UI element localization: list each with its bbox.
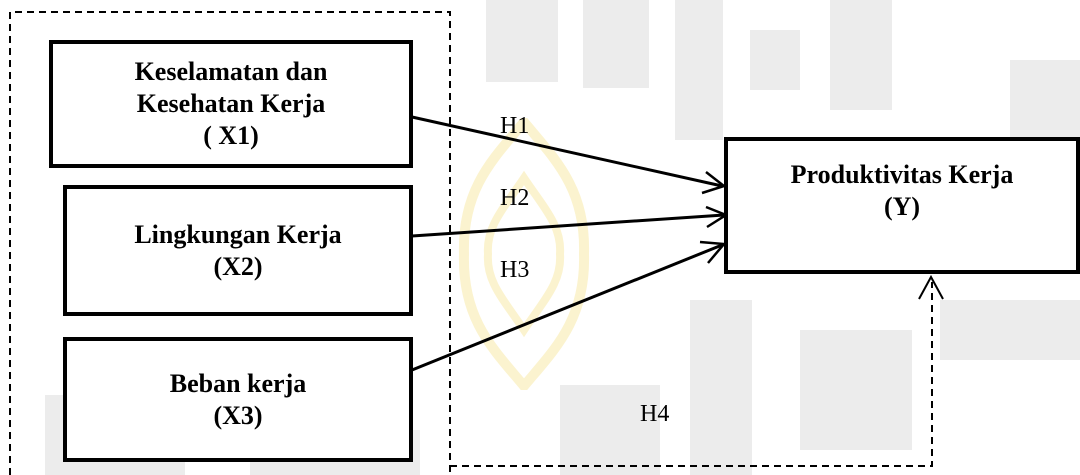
- h3-arrow: [411, 243, 723, 372]
- group-boundary: [9, 11, 451, 475]
- h1-label: H1: [500, 113, 530, 139]
- h2-label: H2: [500, 185, 530, 211]
- h4-arrowhead: [918, 274, 944, 300]
- x2-line1: Lingkungan Kerja: [134, 219, 342, 249]
- x1-line3: ( X1): [203, 121, 259, 150]
- x1-line1: Keselamatan dan: [134, 57, 328, 86]
- h4-path: [450, 282, 933, 467]
- x1-line2: Kesehatan Kerja: [136, 89, 326, 118]
- x1-box: Keselamatan dan Kesehatan Kerja ( X1): [49, 40, 413, 168]
- h3-label: H3: [500, 257, 530, 283]
- h1-arrow: [411, 115, 723, 188]
- y-line2: (Y): [883, 192, 921, 221]
- x2-line2: (X2): [213, 251, 263, 281]
- x3-line1: Beban kerja: [169, 368, 307, 398]
- h2-arrow: [411, 213, 725, 238]
- h4-label: H4: [640, 401, 670, 427]
- x2-box: Lingkungan Kerja (X2): [63, 185, 413, 316]
- y-line1: Produktivitas Kerja: [790, 160, 1014, 189]
- x3-box: Beban kerja (X3): [63, 337, 413, 462]
- y-box: Produktivitas Kerja (Y): [724, 137, 1080, 274]
- x3-line2: (X3): [213, 400, 263, 430]
